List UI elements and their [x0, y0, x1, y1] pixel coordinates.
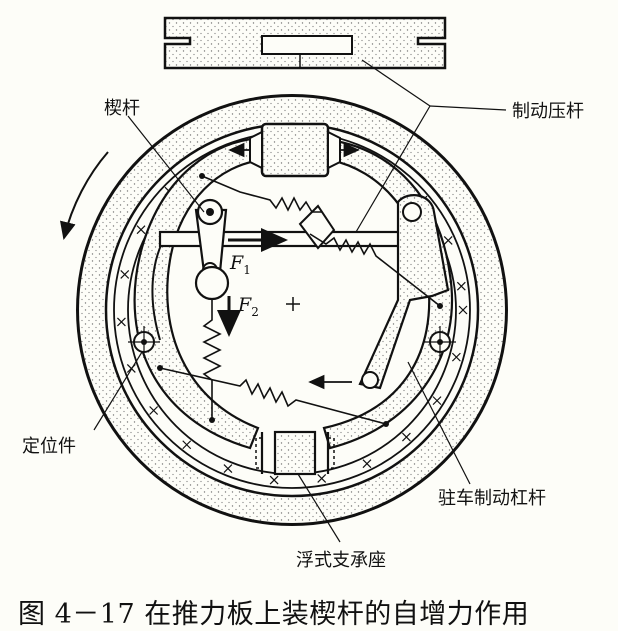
lining-x-mark	[451, 352, 461, 362]
lining-x-mark	[443, 236, 453, 245]
lining-x-mark	[362, 459, 372, 469]
lining-x-mark	[120, 270, 130, 279]
leader-lines	[93, 59, 507, 543]
label-force2: F2	[238, 294, 259, 319]
label-parking-lever: 驻车制动杠杆	[438, 488, 546, 509]
label-brake-push-rod: 制动压杆	[512, 101, 584, 122]
spring-anchors	[157, 173, 443, 427]
label-floating-support: 浮式支承座	[296, 550, 386, 571]
lining-x-mark	[432, 396, 442, 406]
lining-x-mark	[269, 475, 279, 485]
return-springs	[159, 175, 441, 425]
wheel-cylinder	[228, 122, 360, 178]
lining-x-mark	[317, 473, 327, 483]
lining-x-mark	[116, 317, 126, 327]
rod-cross-section	[163, 16, 447, 70]
center-mark	[286, 297, 300, 311]
wedge-rod	[194, 198, 336, 301]
locator-pins	[128, 326, 456, 358]
label-wedge: 楔杆	[104, 98, 140, 119]
lining-x-mark	[149, 406, 159, 415]
rotation-arrow	[59, 151, 109, 240]
figure-caption: 图 4－17 在推力板上装楔杆的自增力作用	[18, 599, 530, 630]
lining-x-mark	[458, 305, 468, 315]
parking-lever	[308, 194, 450, 390]
lining-x-mark	[456, 281, 466, 291]
label-locator: 定位件	[22, 436, 76, 457]
lining-x-mark	[401, 432, 411, 442]
lining-x-mark	[182, 440, 192, 450]
lining-x-mark	[223, 464, 233, 473]
label-force1: F1	[230, 252, 251, 277]
floating-support	[255, 430, 335, 476]
lining-x-mark	[136, 225, 146, 235]
